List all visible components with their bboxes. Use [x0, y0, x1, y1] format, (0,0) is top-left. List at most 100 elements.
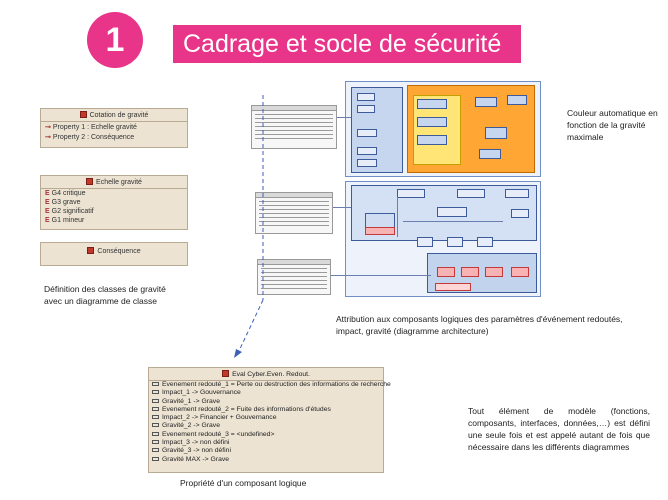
property-table [255, 192, 333, 234]
property-label: Evenement redouté_2 = Fuite des informat… [162, 405, 331, 413]
literal-icon: E [45, 208, 50, 215]
property-row: Impact_3 -> non défini [149, 439, 383, 447]
class-icon [79, 111, 87, 118]
property-row: Evenement redouté_1 = Perte ou destructi… [149, 381, 391, 389]
logical-component [357, 93, 375, 101]
property-icon [152, 415, 159, 420]
logical-component [511, 209, 529, 218]
literal-label: G3 grave [51, 199, 81, 206]
class-title: Cotation de gravité [89, 112, 149, 119]
property-label: Impact_1 -> Gouvernance [162, 389, 241, 397]
logical-component [479, 149, 501, 159]
property-label: Gravité MAX -> Grave [162, 455, 230, 463]
property-icon [152, 398, 159, 403]
property-row: Impact_1 -> Gouvernance [149, 389, 383, 397]
logical-component [477, 237, 493, 247]
literal-icon: E [45, 199, 50, 206]
class-header: Conséquence [41, 243, 187, 257]
class-cotation-gravite[interactable]: Cotation de gravité ⊸Property 1 : Echell… [40, 108, 188, 148]
class-icon [87, 247, 95, 254]
caption-color-auto: Couleur automatique en fonction de la gr… [567, 108, 658, 142]
caption-model-element: Tout élément de modèle (fonctions, compo… [468, 406, 650, 452]
property-icon: ⊸ [45, 124, 51, 131]
component-red [461, 267, 479, 277]
property-label: Gravité_3 -> non défini [162, 447, 231, 455]
property-label: Impact_2 -> Financier + Gouvernance [162, 414, 277, 422]
caption-class-definition: Définition des classes de gravité avec u… [44, 284, 166, 306]
logical-component [397, 189, 425, 198]
property-row: Gravité_1 -> Grave [149, 398, 383, 406]
literal-label: G2 significatif [51, 208, 94, 215]
property-row: Gravité_2 -> Grave [149, 422, 383, 430]
logical-component [357, 147, 377, 155]
property-icon [152, 431, 159, 436]
logical-component [475, 97, 497, 107]
logical-component [437, 207, 467, 217]
section-number-badge: 1 [87, 12, 143, 68]
property-label: Property 1 : Echelle gravité [52, 124, 137, 131]
class-header: Cotation de gravité [41, 109, 187, 122]
logical-component [357, 159, 377, 167]
property-row: Evenement redouté_3 = <undefined> [149, 431, 383, 439]
property-icon [152, 423, 159, 428]
property-label: Gravité_2 -> Grave [162, 422, 220, 430]
logical-component [507, 95, 527, 105]
property-icon [152, 456, 159, 461]
caption-attribution: Attribution aux composants logiques des … [336, 314, 623, 336]
class-consequence[interactable]: Conséquence [40, 242, 188, 266]
logical-component [505, 189, 529, 198]
enum-icon [86, 178, 94, 185]
logical-component [417, 99, 447, 109]
property-table [257, 259, 331, 295]
property-row: ⊸Property 2 : Conséquence [41, 132, 187, 142]
property-icon [152, 382, 159, 386]
property-row: Impact_2 -> Financier + Gouvernance [149, 414, 383, 422]
literal-label: G4 critique [51, 190, 86, 197]
property-icon [152, 448, 159, 453]
component-red [485, 267, 503, 277]
logical-component [447, 237, 463, 247]
logical-component [417, 135, 447, 145]
property-icon [152, 390, 159, 395]
property-label: Property 2 : Conséquence [52, 134, 135, 141]
class-header: Echelle gravité [41, 176, 187, 189]
logical-component [357, 105, 375, 113]
property-label: Evenement redouté_3 = <undefined> [162, 430, 275, 438]
logical-component [485, 127, 507, 139]
property-label: Impact_3 -> non défini [162, 439, 230, 447]
property-row: Gravité_3 -> non défini [149, 447, 383, 455]
class-title: Echelle gravité [96, 179, 142, 186]
property-icon [152, 406, 159, 411]
eval-title: Eval Cyber.Even. Redout. [232, 371, 310, 378]
eval-component-properties[interactable]: Eval Cyber.Even. Redout. Evenement redou… [148, 367, 391, 473]
section-title: Cadrage et socle de sécurité [173, 25, 521, 63]
component-red [511, 267, 529, 277]
literal-label: G1 mineur [51, 217, 85, 224]
architecture-diagram[interactable] [247, 77, 543, 299]
property-icon: ⊸ [45, 134, 51, 141]
eval-header: Eval Cyber.Even. Redout. [149, 368, 383, 381]
property-label: Gravité_1 -> Grave [162, 397, 220, 405]
class-title: Conséquence [97, 248, 141, 255]
logical-component [417, 237, 433, 247]
literal-icon: E [45, 190, 50, 197]
component-red [437, 267, 455, 277]
property-row: ⊸Property 1 : Echelle gravité [41, 122, 187, 132]
component-icon [222, 370, 230, 377]
property-row: Evenement redouté_2 = Fuite des informat… [149, 406, 383, 414]
literal-icon: E [45, 217, 50, 224]
caption-logical-property: Propriété d'un composant logique [180, 478, 307, 488]
property-icon [152, 440, 159, 445]
component-red [435, 283, 471, 291]
logical-component [357, 129, 377, 137]
property-row: Gravité MAX -> Grave [149, 456, 383, 464]
logical-component [457, 189, 485, 198]
component-red [365, 227, 395, 235]
logical-component [417, 117, 447, 127]
property-table [251, 105, 337, 149]
